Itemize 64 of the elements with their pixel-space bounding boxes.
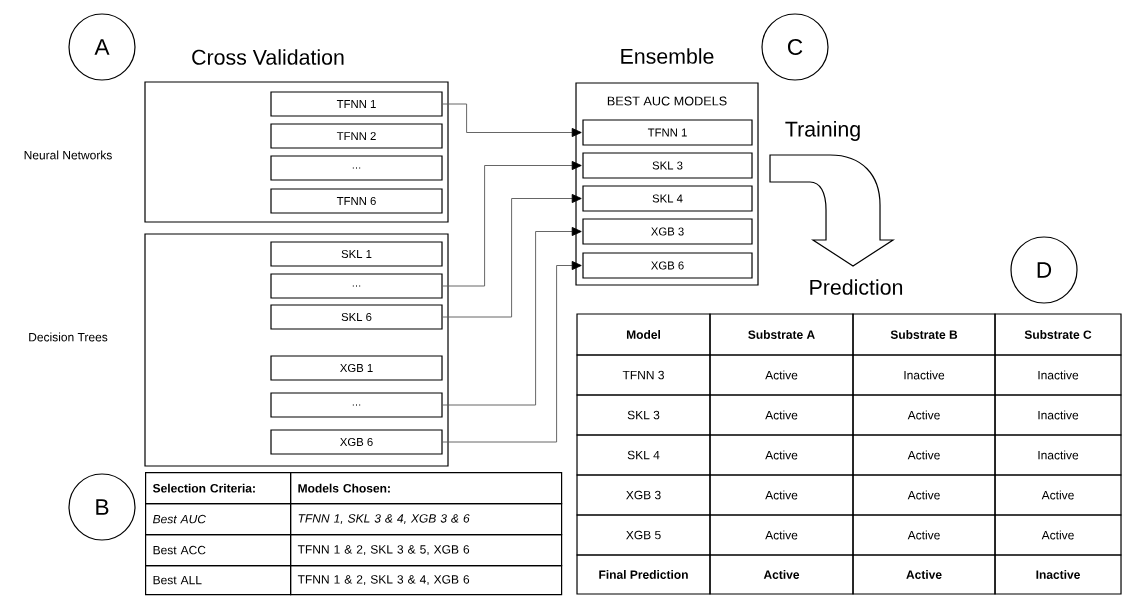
table-cell: TFNN 1 & 2, SKL 3 & 4, XGB 6 [290,565,563,596]
heading: Cross Validation [192,49,344,65]
table-cell: TFNN 1 & 2, SKL 3 & 5, XGB 6 [290,534,563,567]
model-box: TFNN 1 [270,91,443,117]
table-cell: Substrate C [994,313,1122,356]
table-cell: Active [852,394,996,436]
table-cell: Substrate A [709,313,854,356]
heading: Training [785,121,860,141]
model-box: XGB 1 [270,355,443,381]
model-box: SKL 6 [270,304,443,330]
table-cell: Active [709,514,854,556]
table-cell: Active [709,474,854,516]
model-box: SKL 3 [582,152,753,179]
table-cell: TFNN 3 [576,354,711,396]
table-cell: TFNN 1, SKL 3 & 4, XGB 3 & 6 [290,503,563,536]
model-box: ... [270,392,443,418]
table-cell: Best AUC [145,503,292,536]
table-cell: Active [852,434,996,476]
model-box: XGB 6 [270,429,443,455]
connector-arrow [442,226,582,406]
heading: Prediction [810,279,903,295]
table-cell: Inactive [994,434,1122,476]
table-cell: Inactive [994,354,1122,396]
table-cell: Active [709,354,854,396]
table-cell: Inactive [994,394,1122,436]
table-cell: Inactive [994,554,1122,595]
side-label: Neural Networks [24,150,112,160]
model-box: TFNN 1 [582,119,753,146]
model-box: SKL 1 [270,241,443,267]
table-cell: Active [852,474,996,516]
group-box [144,233,449,467]
model-box: XGB 3 [582,218,753,245]
table-cell: Active [994,514,1122,556]
table-cell: Active [709,394,854,436]
model-box: SKL 4 [582,185,753,212]
table-cell: Best ACC [145,534,292,567]
table-cell: Selection Criteria: [145,472,292,505]
model-box: ... [270,155,443,181]
table-cell: Best ALL [145,565,292,596]
model-box: TFNN 2 [270,123,443,149]
connector-arrow [442,193,582,318]
table-cell: Active [852,554,996,595]
table-cell: Model [576,313,711,356]
group-box [144,81,449,223]
table-cell: Active [709,434,854,476]
table-cell: Substrate B [852,313,996,356]
table-cell: SKL 4 [576,434,711,476]
connector-arrow [442,160,582,287]
table-cell: XGB 5 [576,514,711,556]
table-cell: Inactive [852,354,996,396]
table-cell: Active [852,514,996,556]
table-cell: XGB 3 [576,474,711,516]
table-cell: Active [709,554,854,595]
table-cell: Final Prediction [576,554,711,595]
connector-arrow [442,260,582,443]
heading: Ensemble [621,48,714,64]
table-cell: Active [994,474,1122,516]
side-label: Decision Trees [29,332,108,342]
table-cell: SKL 3 [576,394,711,436]
model-box: TFNN 6 [270,188,443,214]
table-cell: Models Chosen: [290,472,563,505]
connector-arrow [442,103,582,138]
model-box: ... [270,273,443,299]
model-box: XGB 6 [582,252,753,279]
